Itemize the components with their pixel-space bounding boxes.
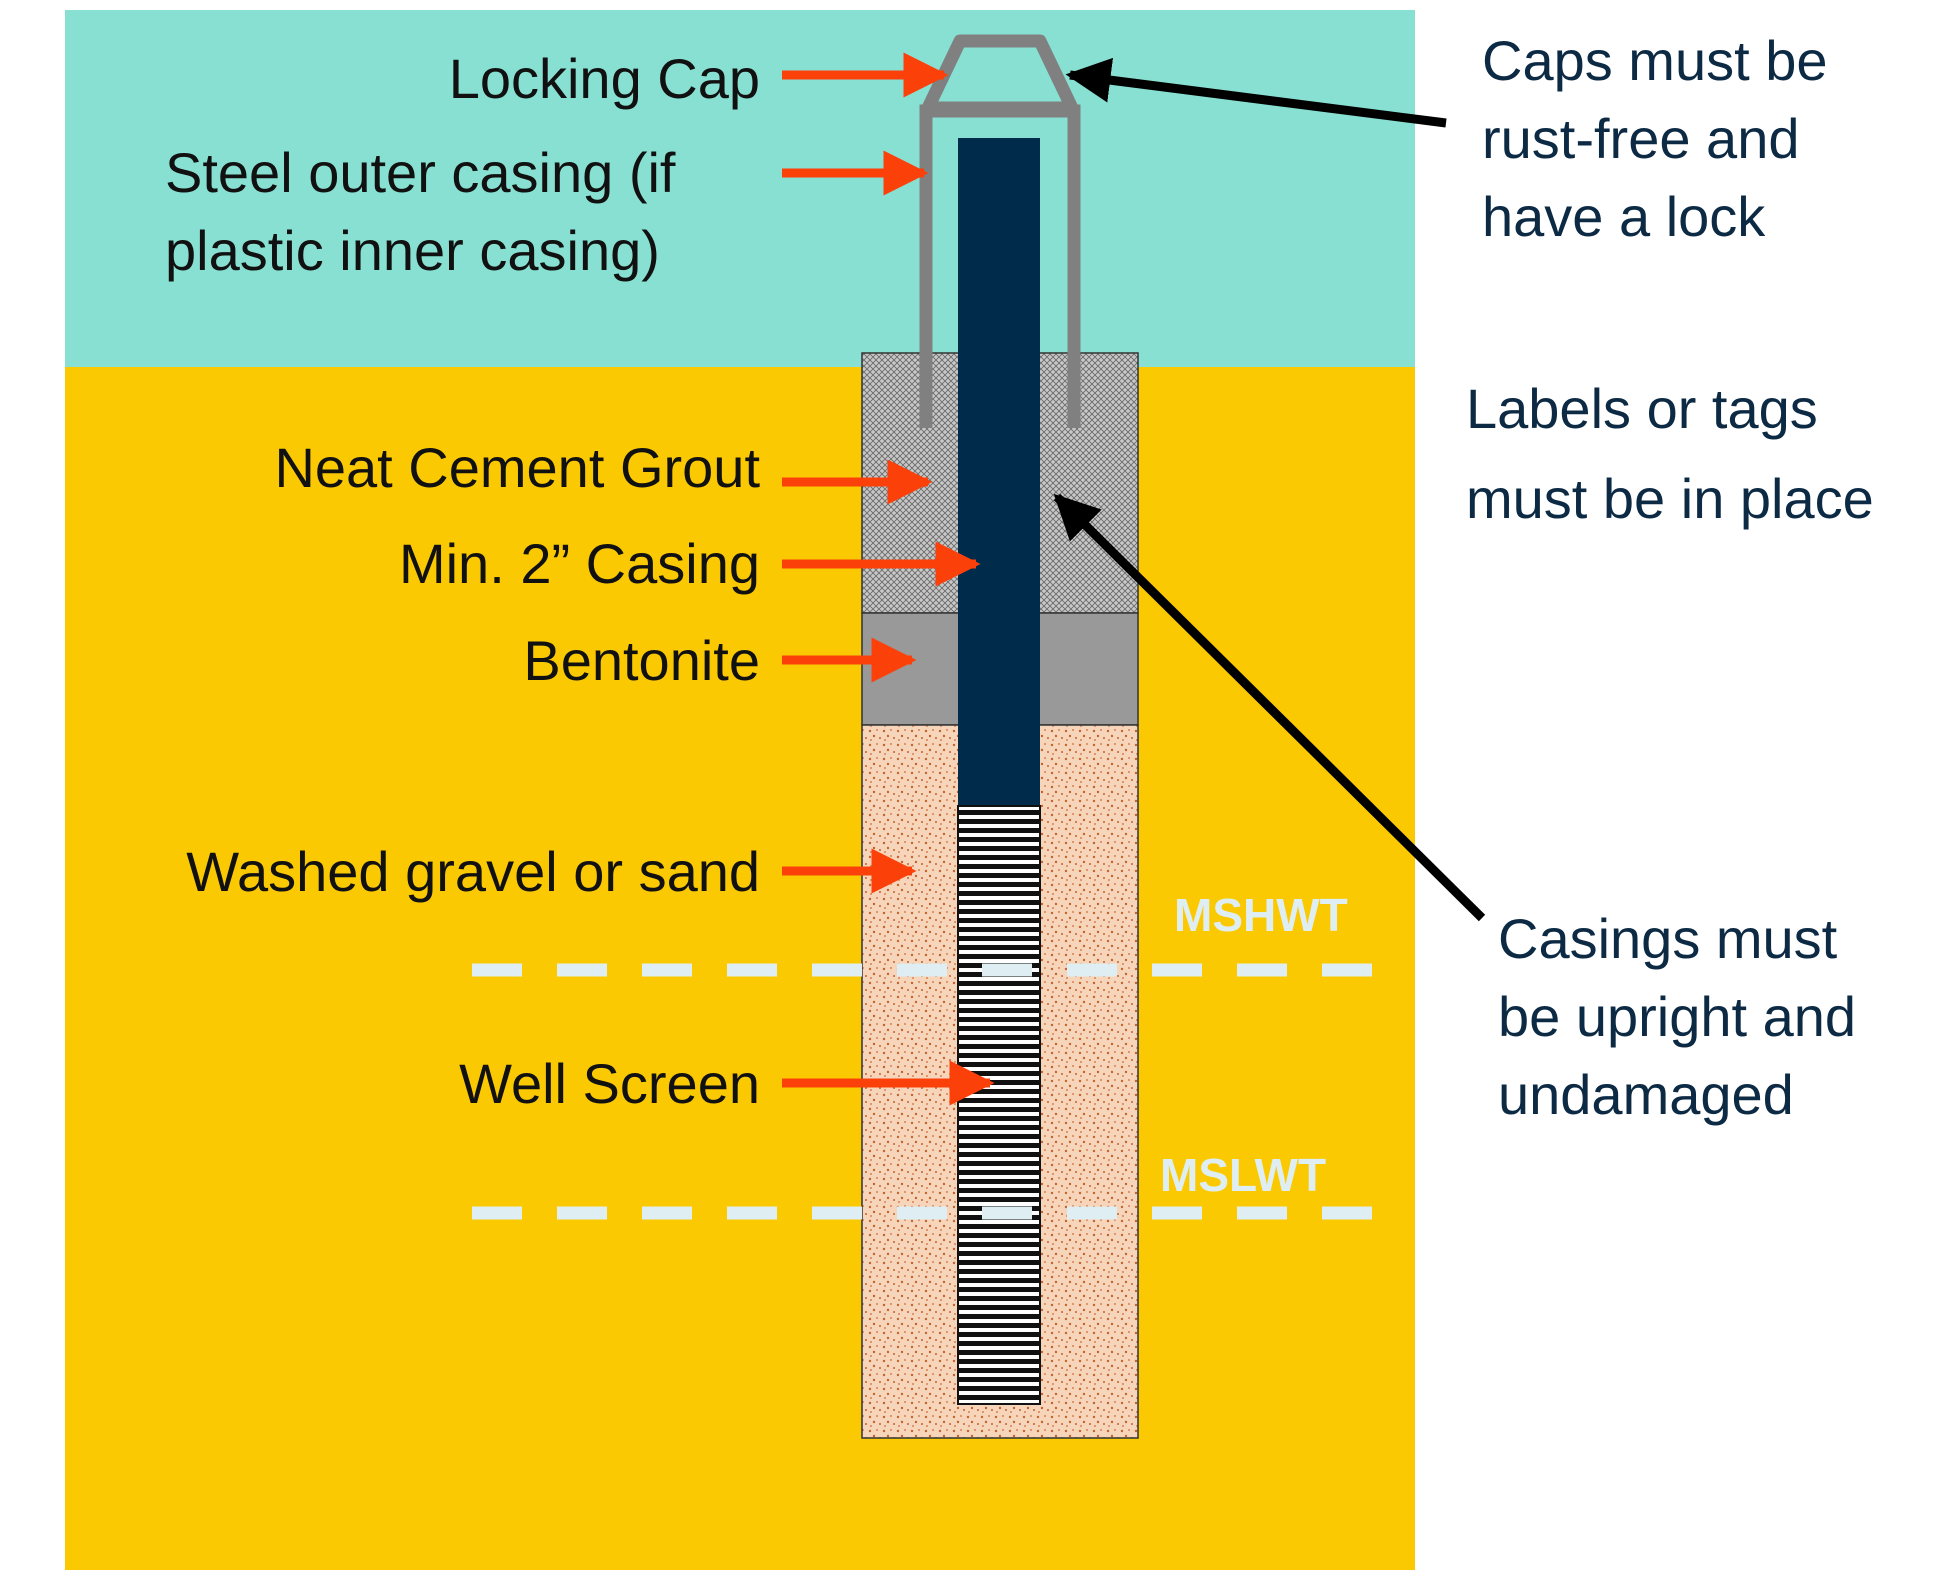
label-steel-casing: Steel outer casing (if plastic inner cas…	[165, 134, 675, 290]
note-casings-line3: undamaged	[1498, 1063, 1794, 1126]
label-neat-cement: Neat Cement Grout	[274, 436, 760, 499]
locking-cap	[921, 34, 1079, 115]
label-steel-casing-line2: plastic inner casing)	[165, 219, 660, 282]
note-casings-line1: Casings must	[1498, 907, 1838, 970]
arrow-caps-note	[1065, 57, 1447, 128]
label-steel-casing-line1: Steel outer casing (if	[165, 141, 676, 204]
note-caps-line3: have a lock	[1482, 185, 1766, 248]
sky-region	[65, 10, 1415, 367]
note-casings-line2: be upright and	[1498, 985, 1857, 1048]
label-gravel: Washed gravel or sand	[186, 840, 760, 903]
note-labels-line2: must be in place	[1466, 467, 1874, 530]
note-labels: Labels or tags must be in place	[1466, 364, 1874, 544]
label-mslwt: MSLWT	[1160, 1149, 1327, 1201]
label-bentonite: Bentonite	[523, 629, 760, 692]
label-locking-cap: Locking Cap	[448, 47, 760, 110]
note-caps-line1: Caps must be	[1482, 29, 1828, 92]
arrow-casings-note	[1053, 493, 1486, 922]
well-screen	[957, 805, 1041, 1405]
note-caps: Caps must be rust-free and have a lock	[1482, 22, 1828, 256]
note-caps-line2: rust-free and	[1482, 107, 1800, 170]
inner-casing	[958, 138, 1040, 806]
label-min-casing: Min. 2” Casing	[398, 532, 760, 595]
note-labels-line1: Labels or tags	[1466, 377, 1818, 440]
label-mshwt: MSHWT	[1174, 889, 1348, 941]
note-casings: Casings must be upright and undamaged	[1498, 900, 1856, 1134]
label-well-screen: Well Screen	[459, 1052, 760, 1115]
